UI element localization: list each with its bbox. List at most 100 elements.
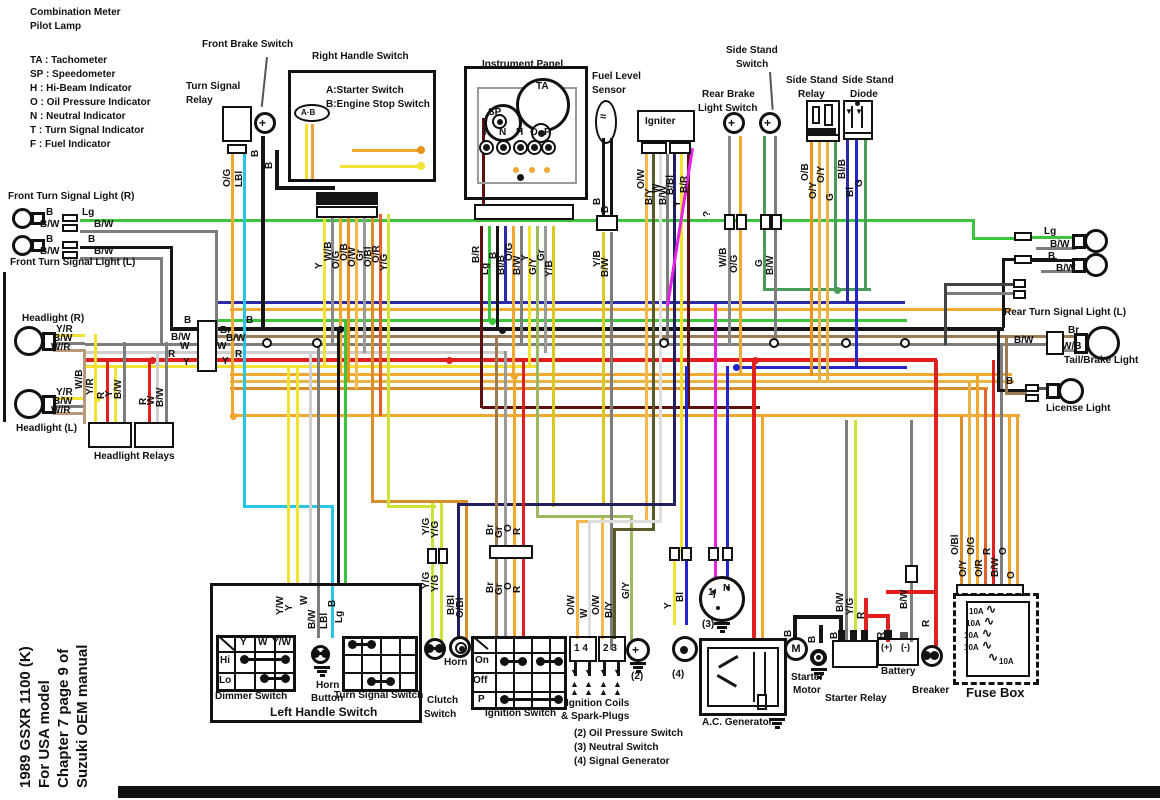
wire: [480, 226, 483, 408]
wire-label: B/W: [899, 589, 910, 609]
wire-label: Y/B: [544, 260, 555, 277]
junction-dot: [834, 287, 841, 294]
contact-link: [504, 698, 558, 701]
wire: [261, 136, 265, 329]
wire: [680, 154, 683, 553]
text-label: ∿: [982, 638, 993, 652]
wire-label: B/W: [307, 609, 318, 629]
license-light-bulb: [1058, 378, 1084, 404]
connector: [760, 214, 771, 230]
text-label: T : Turn Signal Indicator: [30, 125, 145, 136]
wire: [886, 590, 936, 594]
wire-label: B: [807, 635, 818, 643]
wire-label: W/B: [74, 369, 85, 389]
connector: [641, 142, 667, 154]
text-label: ▲: [570, 679, 579, 689]
junction-dot: [855, 101, 860, 106]
wire-label: W/B: [718, 247, 729, 267]
wire: [440, 503, 443, 648]
text-label: B/W: [53, 333, 73, 344]
wire: [399, 636, 401, 692]
wire: [323, 214, 326, 367]
contact-dot: [311, 649, 320, 658]
contact-dot: [922, 651, 931, 660]
text-label: ▲: [584, 679, 593, 689]
wire: [331, 505, 334, 638]
text-label: 10A: [966, 619, 981, 628]
wire-label: B/W: [600, 257, 611, 277]
ground-symbol: [811, 668, 827, 671]
wire: [763, 136, 766, 216]
wire: [512, 226, 515, 375]
text-label: Relay: [186, 95, 213, 106]
wire: [574, 662, 577, 676]
contact-dot: [518, 657, 527, 666]
ignition-coil-box-1: [569, 636, 597, 662]
text-label: Light Switch: [698, 103, 758, 114]
connector: [1013, 279, 1026, 288]
wire-label: B/W: [155, 387, 166, 407]
connector: [438, 548, 448, 564]
wire: [215, 230, 218, 345]
wire: [170, 327, 1004, 331]
contact-link: [371, 680, 390, 683]
ground-symbol: [717, 626, 727, 629]
connector: [316, 206, 378, 218]
text-label: Sensor: [592, 85, 626, 96]
text-label: W/R: [51, 405, 71, 416]
wire: [1041, 270, 1077, 273]
junction-dot: [230, 413, 237, 420]
fuel-level-sensor-body: [595, 100, 617, 144]
wire: [471, 691, 567, 693]
wire-label: LBl: [319, 612, 330, 629]
junction-dot: [752, 357, 759, 364]
wire: [85, 343, 1048, 346]
wire: [610, 138, 613, 217]
wire: [80, 230, 217, 233]
wire-label: B/Bl: [665, 175, 676, 195]
text-label: Switch: [736, 59, 769, 70]
wire: [753, 652, 755, 702]
text-label: B/W: [94, 246, 114, 257]
wire: [997, 327, 1000, 391]
headlight-bulb-l-socket: [42, 395, 56, 414]
wire: [274, 635, 276, 692]
wire: [260, 57, 268, 107]
text-label: W: [217, 341, 227, 352]
junction: [659, 338, 669, 348]
headlight-bulb-l: [14, 389, 44, 419]
wire: [739, 136, 742, 216]
wire: [900, 632, 908, 638]
wire: [838, 630, 845, 640]
contact-dot: [281, 655, 290, 664]
wire: [861, 106, 863, 128]
wire: [845, 420, 848, 640]
wire: [810, 138, 813, 376]
wire: [864, 614, 890, 618]
wire: [910, 420, 913, 642]
text-label: W/B: [1062, 341, 1082, 352]
text-label: Front Turn Signal Light (R): [8, 191, 135, 202]
wire: [588, 523, 591, 639]
text-label: B: [184, 315, 192, 326]
text-label: Switch: [424, 709, 457, 720]
text-label: B: [246, 315, 254, 326]
text-label: Y: [222, 356, 229, 367]
wire: [431, 503, 434, 648]
wire: [243, 148, 246, 507]
wire: [1016, 416, 1019, 584]
wire: [465, 503, 468, 648]
wire: [602, 232, 605, 506]
ground-symbol: [772, 722, 782, 725]
wire-label: O/B: [800, 163, 811, 181]
text-label: ▼: [845, 107, 853, 116]
text-label: License Light: [1046, 403, 1111, 414]
front-turn-signal-bulb-r: [12, 208, 33, 229]
wire: [495, 335, 498, 638]
wire-label: R: [876, 631, 887, 639]
text-label: Front Turn Signal Light (L): [10, 257, 136, 268]
wire-label: O/Bl: [950, 534, 961, 555]
wire: [504, 226, 507, 303]
wire: [774, 230, 777, 345]
